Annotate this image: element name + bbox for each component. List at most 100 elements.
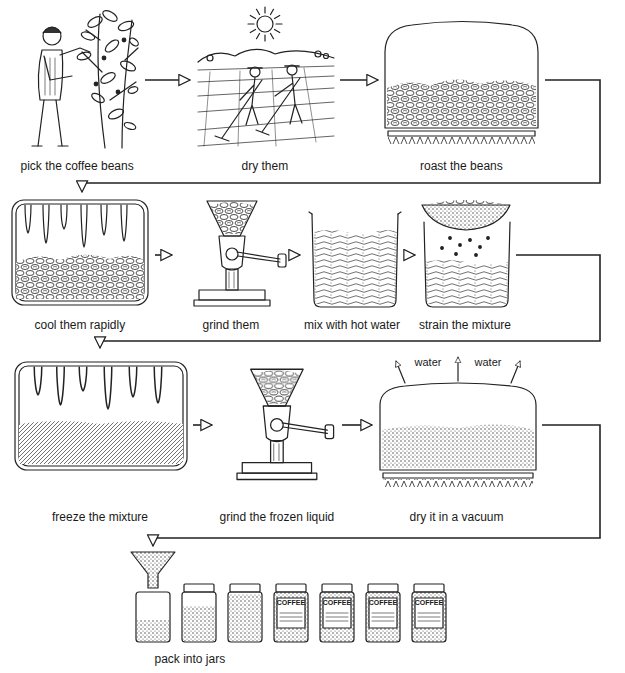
illustration-part — [184, 584, 214, 592]
step-caption-group: dry it in a vacuum — [410, 510, 504, 524]
illustration-part — [387, 79, 536, 126]
flow-arrow — [153, 425, 600, 546]
illustration-part — [475, 254, 478, 257]
illustration-part — [182, 592, 216, 642]
illustration-part — [487, 237, 490, 240]
illustration-part — [80, 30, 96, 41]
flow-arrow — [405, 254, 415, 256]
illustration-part — [102, 56, 106, 60]
illustration-part — [511, 361, 520, 383]
illustration-part — [412, 592, 446, 642]
illustration-part — [240, 77, 258, 125]
illustration-part — [81, 205, 87, 247]
process-step: grind the frozen liquid — [212, 348, 342, 526]
illustration-part — [388, 131, 535, 136]
step-caption: grind them — [203, 318, 260, 332]
step-caption-group: cool them rapidly — [35, 318, 126, 332]
illustration-part — [43, 28, 61, 34]
illustration-part — [183, 606, 215, 641]
illustration-part — [380, 383, 536, 470]
flow-arrow — [193, 424, 212, 426]
illustration-part — [479, 246, 482, 249]
process-step: strain the mixture — [415, 192, 516, 334]
illustration-part — [86, 15, 104, 30]
illustration-part — [94, 82, 98, 86]
illustration-part — [61, 205, 67, 229]
illustration-part — [369, 598, 397, 628]
flow-arrow — [100, 255, 600, 348]
illustration-part — [324, 54, 329, 59]
illustration-part — [277, 598, 305, 628]
process-step: cool them rapidly — [5, 192, 155, 334]
strainer-beaker — [422, 200, 510, 307]
illustration-part — [424, 222, 510, 307]
illustration-part — [204, 68, 316, 146]
roasting-chamber — [385, 22, 538, 146]
step-caption-group: roast the beans — [420, 159, 503, 173]
process-step: mix with hot water — [300, 192, 405, 334]
flow-arrow — [340, 79, 378, 81]
mixing-beaker — [309, 212, 401, 307]
illustration-part — [459, 244, 462, 247]
step-caption: strain the mixture — [419, 318, 511, 332]
flow-arrow — [155, 254, 172, 256]
illustration-part — [320, 592, 354, 642]
illustration-part — [15, 362, 187, 470]
illustration-part — [441, 247, 444, 250]
step-caption-group: grind the frozen liquid — [220, 510, 335, 524]
illustration-part — [38, 50, 62, 100]
step-caption-group: mix with hot water — [304, 318, 400, 332]
step-caption: pick the coffee beans — [21, 159, 134, 173]
jar-label: COFFEE — [415, 599, 443, 607]
step-caption-group: dry them — [242, 159, 289, 173]
illustration-part — [98, 14, 105, 148]
illustration-part — [274, 592, 308, 642]
grinder — [194, 201, 286, 306]
step-caption: cool them rapidly — [35, 318, 126, 332]
illustration-part — [127, 85, 138, 94]
illustration-part — [60, 48, 90, 55]
illustration-part — [34, 367, 162, 409]
illustration-part — [116, 90, 120, 94]
annotation-label: water — [475, 356, 502, 369]
illustration-part — [257, 16, 273, 32]
illustration-part — [32, 145, 68, 146]
flow-arrow — [342, 424, 372, 426]
illustration-part — [229, 594, 261, 641]
illustration-part — [256, 78, 300, 135]
illustration-part — [326, 613, 348, 621]
illustration-part — [16, 255, 144, 299]
step-caption-group: freeze the mixture — [52, 510, 148, 524]
illustration-part — [418, 613, 440, 621]
process-step: dry them — [190, 5, 340, 175]
illustration-part — [117, 20, 135, 33]
process-step: pick the coffee beans — [10, 5, 145, 175]
illustration-part — [280, 613, 302, 621]
illustration-part — [121, 205, 127, 241]
illustration-part — [383, 473, 533, 478]
process-step: freeze the mixture — [8, 348, 193, 526]
illustration-part — [99, 71, 117, 86]
step-caption: roast the beans — [420, 159, 503, 173]
illustration-part — [457, 357, 458, 381]
illustration-part — [38, 100, 62, 146]
vacuum-chamber — [380, 357, 536, 487]
illustration-part — [385, 22, 538, 129]
illustration-part — [415, 598, 443, 628]
step-caption: dry it in a vacuum — [410, 510, 504, 524]
flow-arrow — [290, 254, 300, 256]
illustration-part — [382, 424, 534, 468]
illustration-part — [207, 55, 213, 61]
illustration-part — [90, 91, 106, 104]
illustration-part — [314, 230, 397, 305]
illustration-part — [425, 260, 508, 305]
jar-label: COFFEE — [323, 599, 351, 607]
illustration-part — [19, 366, 183, 466]
illustration-part — [119, 59, 137, 73]
drying-field — [198, 7, 334, 146]
illustration-part — [25, 205, 31, 233]
illustration-part — [128, 36, 140, 47]
process-step: grind them — [172, 192, 290, 334]
